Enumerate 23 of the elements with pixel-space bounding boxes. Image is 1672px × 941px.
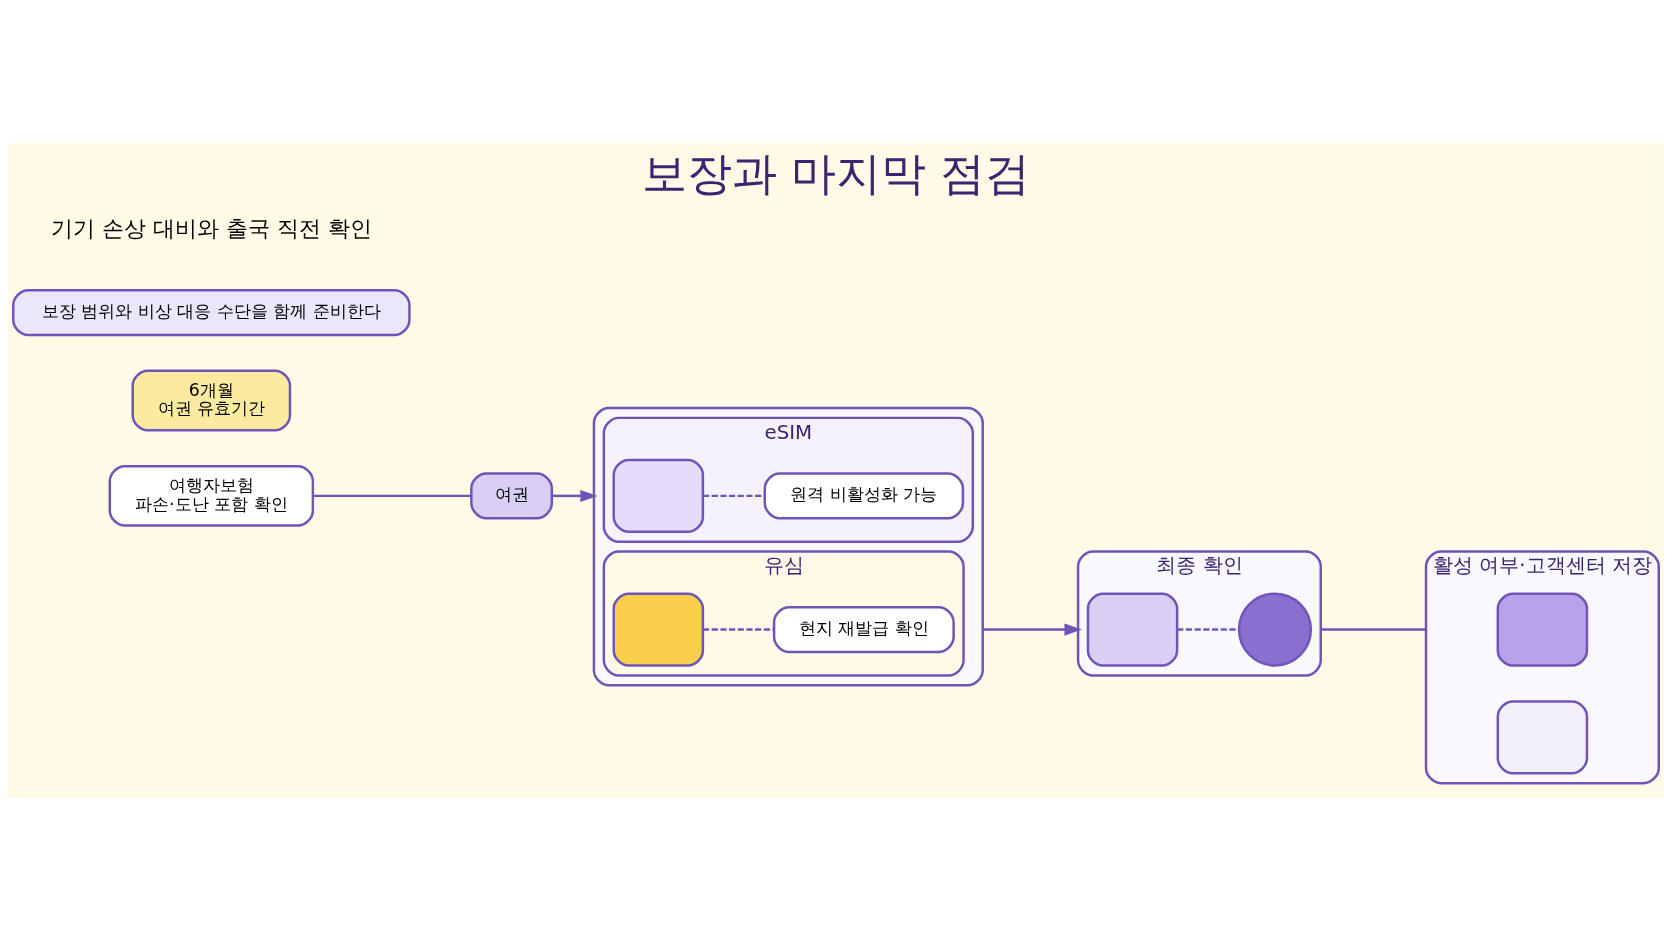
- connector: [313, 494, 472, 498]
- node-box: 여권: [470, 472, 554, 520]
- arrow: [551, 489, 598, 502]
- connector: [703, 628, 775, 631]
- node-box: [1086, 592, 1179, 667]
- cluster: 최종 확인: [1076, 550, 1322, 677]
- label: 기기 손상 대비와 출국 직전 확인: [50, 215, 373, 242]
- cluster: 활성 여부·고객센터 저장: [1424, 550, 1660, 785]
- node-box: [612, 458, 705, 534]
- cluster: [592, 406, 984, 687]
- node-box: [1496, 700, 1589, 775]
- node-box: 6개월 여권 유효기간: [131, 369, 292, 432]
- node-box: [612, 592, 705, 667]
- node-circle: [1237, 592, 1313, 667]
- node-box: 현지 재발급 확인: [772, 606, 955, 654]
- node-box: 원격 비활성화 가능: [763, 472, 965, 520]
- node-box: 여행자보험 파손·도난 포함 확인: [108, 464, 315, 527]
- arrow: [982, 623, 1082, 636]
- node-box: [1496, 592, 1589, 667]
- node-box: 보장 범위와 비상 대응 수단을 함께 준비한다: [12, 289, 411, 337]
- connector: [1320, 628, 1426, 631]
- connector: [1177, 628, 1239, 631]
- diagram-title: 보장과 마지막 점검: [641, 147, 1031, 200]
